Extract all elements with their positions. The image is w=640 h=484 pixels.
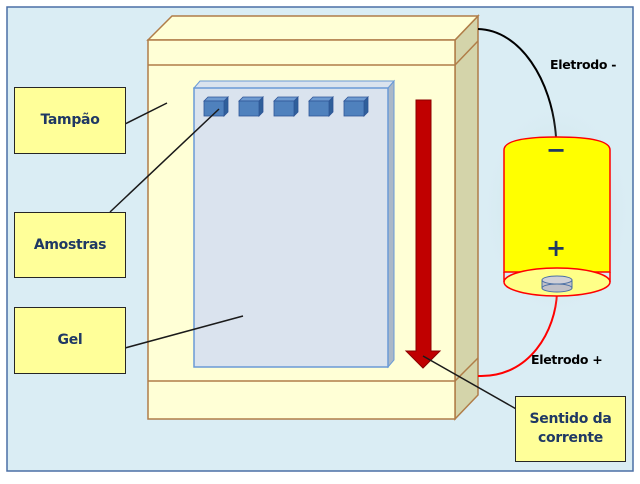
sample-well <box>308 96 334 117</box>
sample-well <box>203 96 229 117</box>
battery-body <box>503 136 611 273</box>
label-amostras: Amostras <box>14 212 126 278</box>
current-direction-arrow <box>404 99 442 369</box>
gel-top <box>192 80 396 89</box>
sample-well <box>273 96 299 117</box>
label-sentido-line2: corrente <box>538 430 603 446</box>
sample-well <box>343 96 369 117</box>
tank-side-divider-top <box>454 40 479 66</box>
gel-slab <box>192 79 396 369</box>
electrode-positive-label: Eletrodo + <box>531 352 603 367</box>
label-gel-text: Gel <box>57 332 83 348</box>
tank-top <box>146 15 480 41</box>
sample-well <box>238 96 264 117</box>
electrode-negative-label: Eletrodo - <box>550 57 617 72</box>
label-tampao: Tampão <box>14 87 126 154</box>
battery-terminal-bottom <box>541 283 573 293</box>
tank-side <box>454 14 479 421</box>
label-sentido-corrente: Sentido da corrente <box>515 396 626 462</box>
battery-positive-sign: + <box>546 234 567 262</box>
label-gel: Gel <box>14 307 126 374</box>
gel-front <box>193 87 389 368</box>
sample-wells <box>203 96 369 117</box>
battery-terminal-top <box>541 275 573 285</box>
callout-line-amostras <box>109 108 220 213</box>
label-amostras-text: Amostras <box>33 236 107 253</box>
callout-line-gel <box>124 315 244 349</box>
battery-negative-sign: − <box>546 136 567 164</box>
label-sentido-line1: Sentido da <box>529 411 612 427</box>
gel-side <box>387 79 395 369</box>
label-tampao-text: Tampão <box>40 112 100 128</box>
callout-line-sentido <box>422 355 519 411</box>
battery <box>487 110 627 310</box>
callout-line-tampao <box>124 102 168 125</box>
